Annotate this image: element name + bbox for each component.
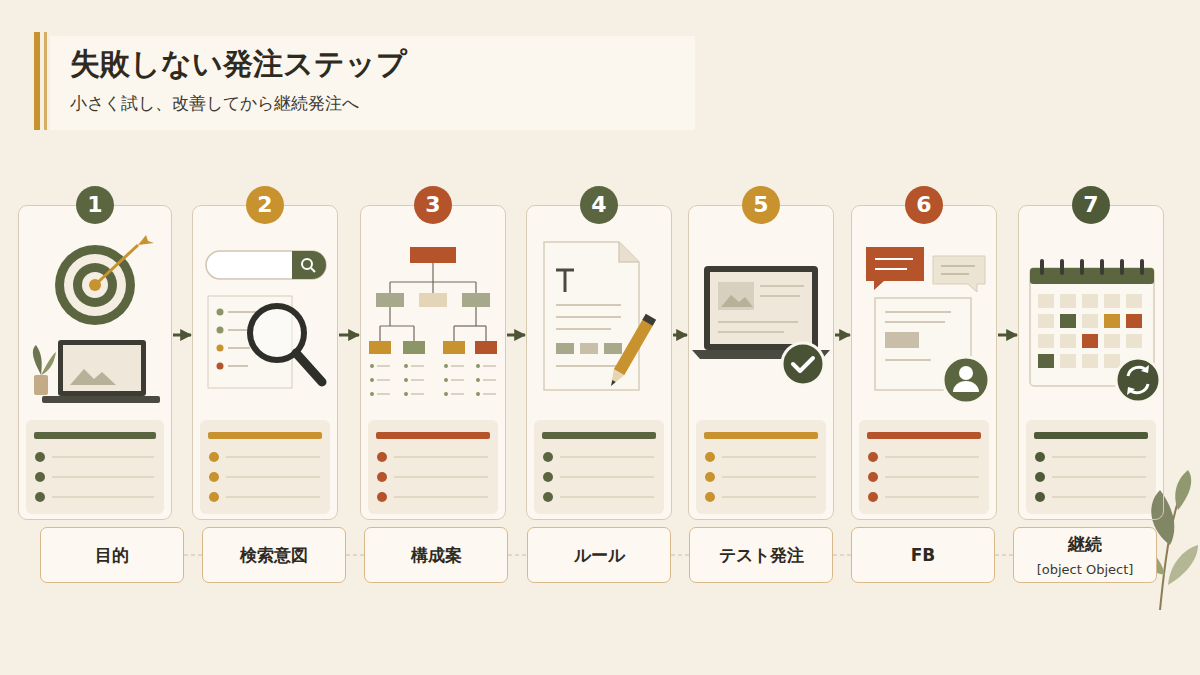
accent-bar bbox=[34, 32, 40, 130]
card-background bbox=[1018, 205, 1164, 520]
flow-arrow bbox=[673, 334, 687, 337]
step-number: 4 bbox=[580, 186, 618, 224]
step-note: [object Object] bbox=[1037, 562, 1134, 577]
step-card: 1 bbox=[18, 205, 172, 520]
step-number: 3 bbox=[414, 186, 452, 224]
step-label: 目的 bbox=[95, 544, 129, 567]
step-label: 継続 bbox=[1068, 533, 1102, 556]
flow-arrow bbox=[835, 334, 850, 337]
feedback-icon bbox=[866, 247, 989, 403]
flow-arrow bbox=[507, 334, 525, 337]
step-label-box: テスト発注 bbox=[689, 527, 833, 583]
step-card: 6 bbox=[851, 205, 997, 520]
step-card: 5 bbox=[688, 205, 834, 520]
step-card: 2 bbox=[192, 205, 338, 520]
step-label-box: 構成案 bbox=[364, 527, 508, 583]
step-number: 7 bbox=[1072, 186, 1110, 224]
step-label: ルール bbox=[574, 544, 625, 567]
card-background bbox=[688, 205, 834, 520]
flow-arrow bbox=[998, 334, 1017, 337]
card-background bbox=[526, 205, 672, 520]
dashed-connector bbox=[833, 554, 851, 555]
step-card: 4 bbox=[526, 205, 672, 520]
accent-bar bbox=[44, 32, 47, 130]
test-order-icon bbox=[692, 266, 830, 385]
step-label: FB bbox=[911, 545, 936, 565]
step-label: 検索意図 bbox=[240, 544, 308, 567]
card-background bbox=[360, 205, 506, 520]
rules-document-icon bbox=[544, 242, 656, 390]
step-number: 2 bbox=[246, 186, 284, 224]
structure-icon bbox=[369, 247, 497, 354]
flow-arrow bbox=[173, 334, 191, 337]
flow-arrow bbox=[339, 334, 359, 337]
step-label-box: 継続 [object Object] bbox=[1013, 527, 1157, 583]
card-background bbox=[192, 205, 338, 520]
step-card: 3 bbox=[360, 205, 506, 520]
diagram-title: 失敗しない発注ステップ bbox=[70, 44, 407, 85]
step-card: 7 bbox=[1018, 205, 1164, 520]
card-background bbox=[18, 205, 172, 520]
step-number: 1 bbox=[76, 186, 114, 224]
step-label-box: ルール bbox=[527, 527, 671, 583]
dashed-connector bbox=[995, 554, 1013, 555]
dashed-connector bbox=[508, 554, 527, 555]
step-label: 構成案 bbox=[411, 544, 462, 567]
step-number: 6 bbox=[905, 186, 943, 224]
dashed-connector bbox=[184, 554, 202, 555]
dashed-connector bbox=[671, 554, 689, 555]
step-label: テスト発注 bbox=[719, 544, 804, 567]
target-icon bbox=[33, 235, 160, 403]
card-background bbox=[851, 205, 997, 520]
dashed-connector bbox=[346, 554, 364, 555]
calendar-icon bbox=[1030, 259, 1160, 402]
search-icon bbox=[206, 251, 326, 388]
title-panel: 失敗しない発注ステップ 小さく試し、改善してから継続発注へ bbox=[50, 36, 695, 130]
step-label-box: FB bbox=[851, 527, 995, 583]
diagram-caption: 小さく試し、改善してから継続発注へ bbox=[70, 92, 359, 115]
step-label-box: 目的 bbox=[40, 527, 184, 583]
step-label-box: 検索意図 bbox=[202, 527, 346, 583]
step-number: 5 bbox=[742, 186, 780, 224]
